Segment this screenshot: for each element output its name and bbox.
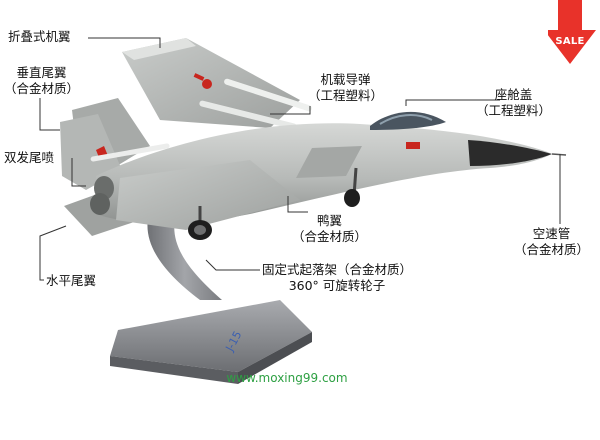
label-twin-nozzles: 双发尾喷 — [4, 150, 55, 165]
label-vertical-tail-line2: （合金材质） — [4, 81, 80, 96]
label-landing-gear-line1: 固定式起落架（合金材质） — [262, 262, 413, 277]
canard — [296, 146, 362, 178]
label-missiles-line2: （工程塑料） — [308, 88, 384, 103]
air-to-air-missiles — [199, 78, 312, 130]
website-watermark: www.moxing99.com — [226, 371, 348, 385]
cockpit-canopy — [370, 111, 446, 130]
label-vertical-tail-line1: 垂直尾翼 — [16, 65, 67, 80]
landing-gear — [188, 167, 360, 240]
label-pitot-tube-line1: 空速管 — [532, 226, 571, 241]
sale-badge: SALE — [544, 0, 600, 66]
label-canopy-line2: （工程塑料） — [476, 103, 552, 118]
label-missiles-line1: 机载导弹 — [320, 72, 371, 87]
label-canopy: 座舱盖 （工程塑料） — [476, 87, 551, 119]
folding-wing — [122, 38, 300, 128]
label-missiles: 机载导弹 （工程塑料） — [308, 72, 383, 104]
main-wing — [90, 143, 300, 230]
callout-leader-lines — [39, 37, 561, 281]
label-canard: 鸭翼 （合金材质） — [292, 213, 367, 245]
label-pitot-tube: 空速管 （合金材质） — [514, 226, 589, 258]
label-folding-wing: 折叠式机翼 — [8, 29, 71, 44]
sale-text: SALE — [555, 36, 585, 47]
label-canard-line2: （合金材质） — [292, 229, 368, 244]
label-canard-line1: 鸭翼 — [317, 213, 343, 228]
label-landing-gear: 固定式起落架（合金材质） 360° 可旋转轮子 — [262, 262, 412, 294]
label-horizontal-tail: 水平尾翼 — [46, 273, 97, 288]
label-vertical-tail: 垂直尾翼 （合金材质） — [4, 65, 79, 97]
sale-arrow-icon — [544, 0, 596, 64]
label-landing-gear-line2: 360° 可旋转轮子 — [288, 278, 386, 293]
display-stand-base: J-15 — [110, 300, 312, 384]
label-pitot-tube-line2: （合金材质） — [514, 242, 590, 257]
label-canopy-line1: 座舱盖 — [494, 87, 533, 102]
